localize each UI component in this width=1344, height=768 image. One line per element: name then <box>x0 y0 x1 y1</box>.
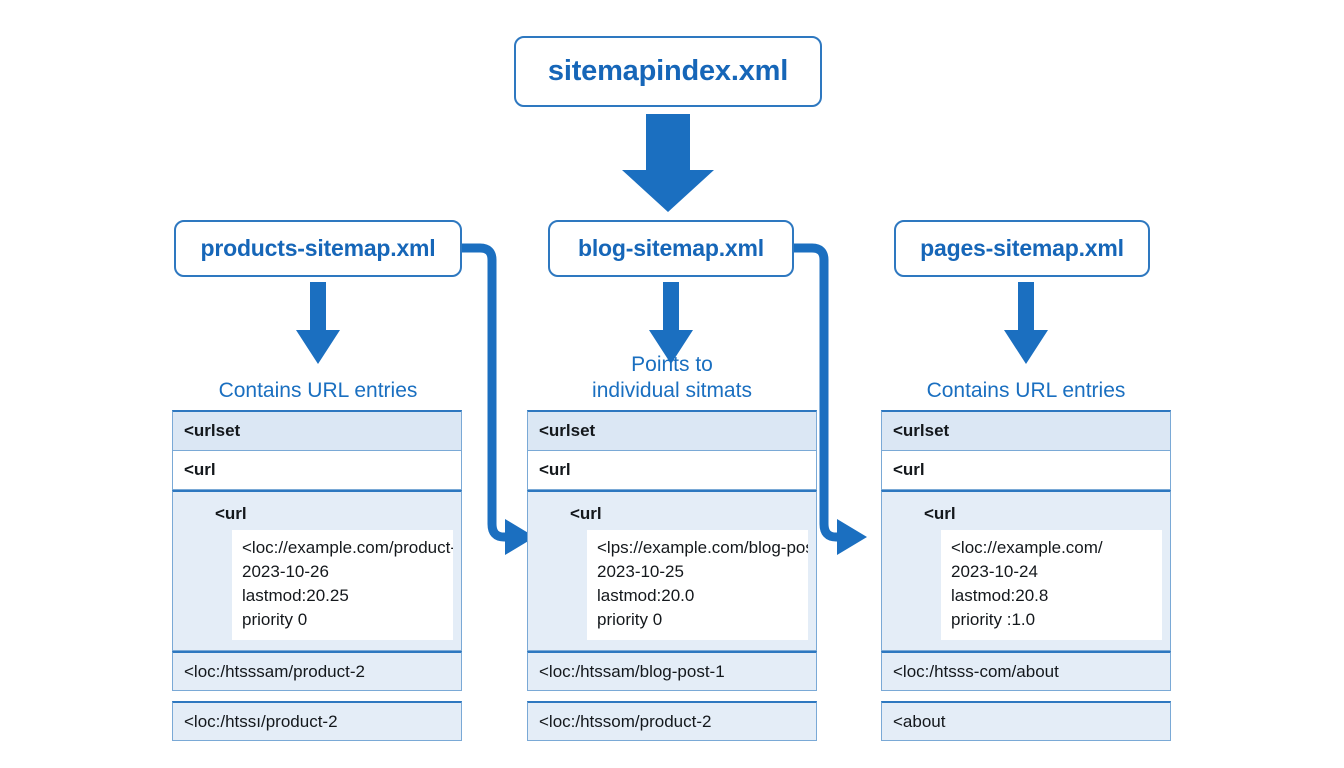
table-url-block-fields: <loc://example.com/product-1 2023-10-26 … <box>232 530 453 640</box>
node-products-sitemap-label: products-sitemap.xml <box>200 235 436 261</box>
field-date: 2023-10-24 <box>951 562 1038 581</box>
node-pages-sitemap[interactable]: pages-sitemap.xml <box>894 220 1150 277</box>
table-url-block-fields: <lps://example.com/blog-post-1 2023-10-2… <box>587 530 808 640</box>
table-row: <loc:/htsssam/product-2 <box>172 651 462 691</box>
table-url-block-fields: <loc://example.com/ 2023-10-24 lastmod:2… <box>941 530 1162 640</box>
field-priority: priority :1.0 <box>951 610 1036 629</box>
field-loc: <loc://example.com/ <box>951 538 1103 557</box>
field-priority: priority 0 <box>597 610 663 629</box>
connector-products-to-blog <box>462 243 510 542</box>
arrow-pages-down <box>1004 282 1048 364</box>
table-blog: <urlset <url <url <lps://example.com/blo… <box>527 410 817 741</box>
table-url-block-title: <url <box>924 504 956 523</box>
node-blog-sitemap[interactable]: blog-sitemap.xml <box>548 220 794 277</box>
table-row: <loc:/htssom/product-2 <box>527 701 817 741</box>
table-url-block: <url <loc://example.com/product-1 2023-1… <box>172 490 462 651</box>
table-gap <box>527 691 817 701</box>
table-gap <box>881 691 1171 701</box>
node-products-sitemap[interactable]: products-sitemap.xml <box>174 220 462 277</box>
table-row: <urlset <box>527 410 817 450</box>
table-url-block: <url <lps://example.com/blog-post-1 2023… <box>527 490 817 651</box>
table-row: <loc:/htsss-com/about <box>881 651 1171 691</box>
field-priority: priority 0 <box>242 610 308 629</box>
field-lastmod: lastmod:20.25 <box>242 586 349 605</box>
table-row: <loc:/htssam/blog-post-1 <box>527 651 817 691</box>
table-row: <url <box>172 450 462 490</box>
table-url-block: <url <loc://example.com/ 2023-10-24 last… <box>881 490 1171 651</box>
field-loc: <lps://example.com/blog-post-1 <box>597 538 808 557</box>
table-gap <box>172 691 462 701</box>
node-pages-sitemap-label: pages-sitemap.xml <box>920 235 1124 261</box>
caption-products: Contains URL entries <box>218 379 418 402</box>
arrow-products-down <box>296 282 340 364</box>
table-url-block-title: <url <box>570 504 602 523</box>
table-row: <urlset <box>172 410 462 450</box>
caption-pages: Contains URL entries <box>926 379 1126 402</box>
field-loc: <loc://example.com/product-1 <box>242 538 453 557</box>
table-row: <loc:/htssı/product-2 <box>172 701 462 741</box>
table-row: <url <box>881 450 1171 490</box>
field-lastmod: lastmod:20.8 <box>951 586 1049 605</box>
table-pages: <urlset <url <url <loc://example.com/ 20… <box>881 410 1171 741</box>
table-row: <urlset <box>881 410 1171 450</box>
table-url-block-title: <url <box>215 504 247 523</box>
arrow-root-to-blog <box>622 114 714 212</box>
node-sitemapindex-label: sitemapindex.xml <box>547 55 789 87</box>
connector-blog-arrowhead <box>837 519 867 555</box>
node-blog-sitemap-label: blog-sitemap.xml <box>578 235 764 261</box>
node-sitemapindex[interactable]: sitemapindex.xml <box>514 36 822 107</box>
field-date: 2023-10-25 <box>597 562 684 581</box>
field-date: 2023-10-26 <box>242 562 329 581</box>
table-products: <urlset <url <url <loc://example.com/pro… <box>172 410 462 741</box>
table-row: <url <box>527 450 817 490</box>
caption-blog: Points to individual sitmats <box>592 353 752 402</box>
field-lastmod: lastmod:20.0 <box>597 586 695 605</box>
table-row: <about <box>881 701 1171 741</box>
